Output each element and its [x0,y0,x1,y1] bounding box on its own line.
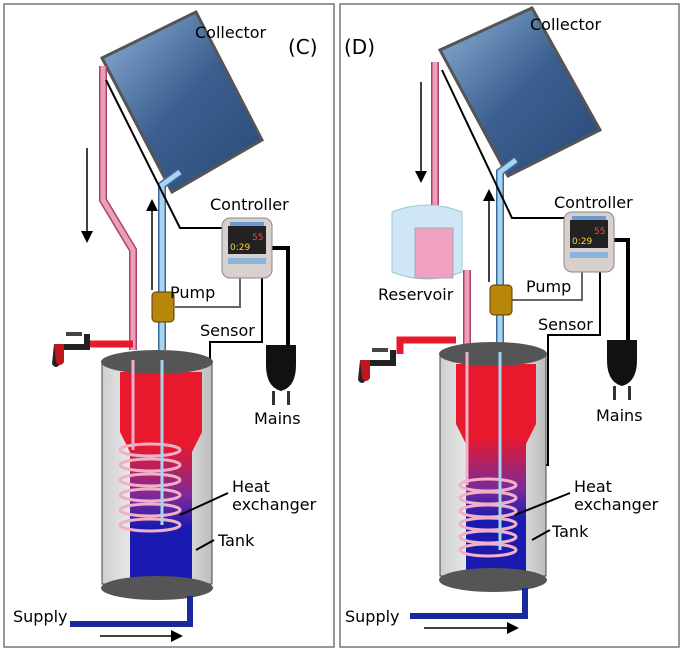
collector [99,10,264,195]
panel-tag: (C) [288,35,318,59]
label-sensor: Sensor [200,321,255,340]
label-tank: Tank [217,531,255,550]
label-controller: Controller [554,193,633,212]
collector-sensor-wire [441,69,566,219]
panel-d: Collector (D) Controller Reservoir Pump … [339,3,680,648]
label-heat: Heat [232,477,270,496]
hot-water-out-pipe [396,336,456,354]
panel-tag: (D) [344,35,375,59]
panel-c: Collector (C) Controller Pump Sensor Mai… [3,3,335,648]
label-pump: Pump [526,277,571,296]
label-collector: Collector [195,23,267,42]
label-supply: Supply [345,607,400,626]
collector [437,6,603,178]
pump [151,291,175,323]
pump-wire [175,278,241,308]
heat-exchanger-pointer [514,492,571,516]
controller-temp: 55 [252,233,263,243]
tank-lid [439,342,547,366]
tank-base [439,568,547,592]
tank-pointer [531,529,551,541]
tank-base [101,576,213,600]
heat-exchanger-pointer [179,492,229,516]
label-reservoir: Reservoir [378,285,454,304]
controller-time: 0:29 [230,243,250,253]
label-mains: Mains [596,406,643,425]
heat-exchanger-coil [458,352,518,558]
supply-pipe [410,588,528,619]
supply-pipe [70,596,193,627]
controller-temp: 55 [594,227,605,237]
controller-time: 0:29 [572,237,592,247]
label-tank: Tank [551,522,589,541]
label-collector: Collector [530,15,602,34]
mains-cable [272,246,290,345]
heat-exchanger-coil [118,360,182,533]
controller-displays: 55 0:29 55 0:29 [230,227,605,253]
pump [489,284,513,316]
label-exchanger: exchanger [574,495,659,514]
tank-lid [101,350,213,374]
label-sensor: Sensor [538,315,593,334]
collector-sensor-wire [105,79,222,229]
pump-wire [510,272,583,301]
label-mains: Mains [254,409,301,428]
label-exchanger: exchanger [232,495,317,514]
label-controller: Controller [210,195,289,214]
label-heat: Heat [574,477,612,496]
tank-pointer [195,539,215,551]
label-supply: Supply [13,607,68,626]
mains-cable [614,238,630,340]
reservoir-water [414,227,454,279]
label-pump: Pump [170,283,215,302]
